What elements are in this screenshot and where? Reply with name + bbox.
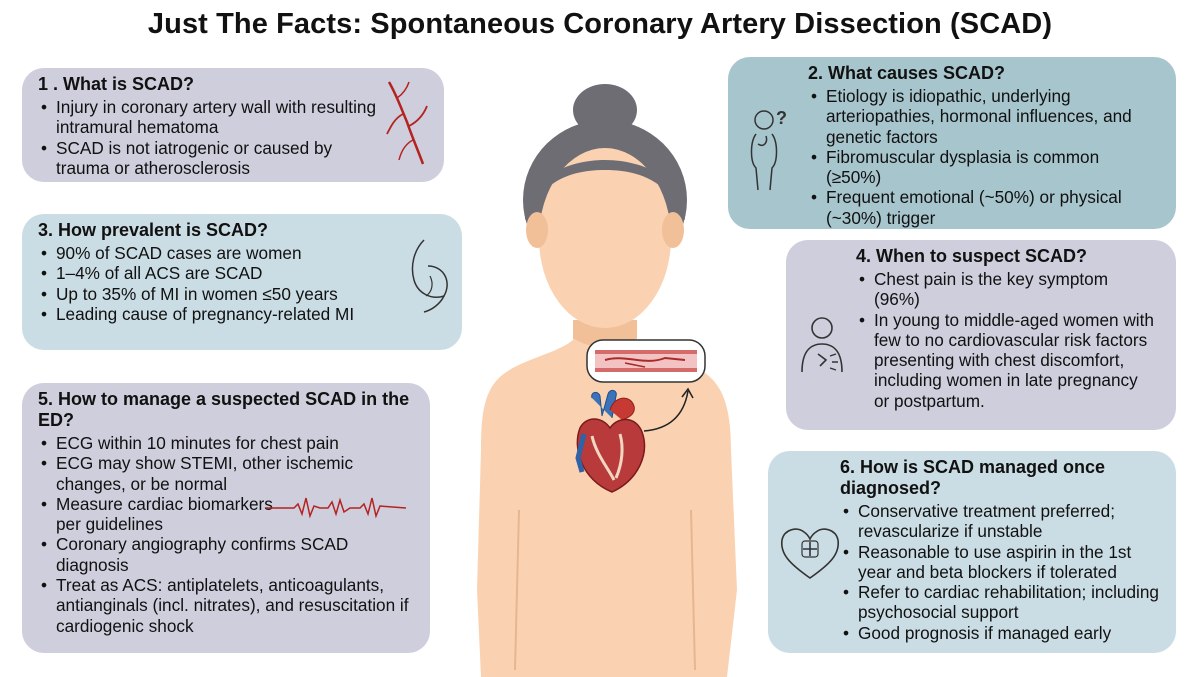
list-item: Reasonable to use aspirin in the 1st yea… — [840, 542, 1160, 583]
bullet-list: 90% of SCAD cases are women 1–4% of all … — [38, 243, 446, 324]
list-item: Measure cardiac biomarkers per guideline… — [38, 494, 276, 535]
bullet-list: Chest pain is the key symptom (96%) In y… — [856, 269, 1156, 411]
list-item: Injury in coronary artery wall with resu… — [38, 97, 378, 138]
section-prevalence: 3. How prevalent is SCAD? 90% of SCAD ca… — [22, 214, 462, 350]
list-item: Chest pain is the key symptom (96%) — [856, 269, 1114, 310]
list-item: ECG within 10 minutes for chest pain — [38, 433, 414, 454]
section-heading: 6. How is SCAD managed once diagnosed? — [840, 457, 1106, 498]
list-item: Etiology is idiopathic, underlying arter… — [808, 86, 1160, 147]
svg-text:?: ? — [776, 108, 787, 128]
pointer-arrow-icon — [643, 387, 694, 432]
list-item: Leading cause of pregnancy-related MI — [38, 304, 446, 325]
section-suspect: 4. When to suspect SCAD? Chest pain is t… — [786, 240, 1176, 430]
list-item: In young to middle-aged women with few t… — [856, 310, 1156, 411]
heart-anatomy-icon — [575, 389, 646, 493]
heart-plus-icon — [781, 528, 839, 579]
section-what-is-scad: 1 . What is SCAD? Injury in coronary art… — [22, 68, 444, 182]
list-item: Frequent emotional (~50%) or physical (~… — [808, 187, 1160, 228]
section-heading: 4. When to suspect SCAD? — [856, 246, 1088, 266]
section-heading: 2. What causes SCAD? — [808, 63, 1006, 83]
bullet-list: Etiology is idiopathic, underlying arter… — [808, 86, 1160, 228]
section-ed-management: 5. How to manage a suspected SCAD in the… — [22, 383, 430, 653]
bullet-list: Conservative treatment preferred; revasc… — [840, 501, 1160, 643]
list-item: Coronary angiography confirms SCAD diagn… — [38, 534, 414, 575]
artery-icon — [386, 81, 428, 165]
section-causes: 2. What causes SCAD? Etiology is idiopat… — [728, 57, 1176, 229]
list-item: 1–4% of all ACS are SCAD — [38, 263, 446, 284]
section-heading: 5. How to manage a suspected SCAD in the… — [38, 389, 410, 430]
list-item: SCAD is not iatrogenic or caused by trau… — [38, 138, 378, 179]
list-item: Treat as ACS: antiplatelets, anticoagula… — [38, 575, 414, 636]
thinking-person-icon: ? — [750, 108, 787, 191]
bullet-list: ECG within 10 minutes for chest pain ECG… — [38, 433, 414, 636]
list-item: 90% of SCAD cases are women — [38, 243, 446, 264]
list-item: Fibromuscular dysplasia is common (≥50%) — [808, 147, 1126, 188]
list-item: Conservative treatment preferred; revasc… — [840, 501, 1160, 542]
chest-pain-person-icon — [801, 317, 843, 373]
list-item: ECG may show STEMI, other ischemic chang… — [38, 453, 414, 494]
head — [523, 84, 687, 328]
dissected-artery-icon — [586, 339, 706, 383]
ecg-line-icon — [266, 497, 406, 519]
list-item: Good prognosis if managed early — [840, 623, 1160, 644]
pregnant-woman-icon — [411, 239, 448, 313]
bullet-list: Injury in coronary artery wall with resu… — [38, 97, 378, 178]
list-item: Refer to cardiac rehabilitation; includi… — [840, 582, 1160, 623]
page-title: Just The Facts: Spontaneous Coronary Art… — [147, 8, 1053, 40]
section-heading: 1 . What is SCAD? — [38, 74, 195, 94]
section-heading: 3. How prevalent is SCAD? — [38, 220, 269, 240]
list-item: Up to 35% of MI in women ≤50 years — [38, 284, 446, 305]
